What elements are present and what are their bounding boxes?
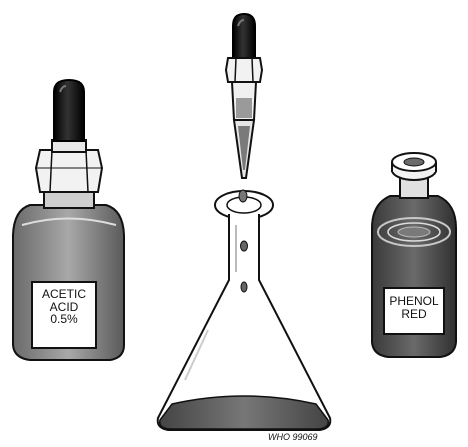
phenol-red-label-line1: PHENOL (387, 295, 441, 308)
acetic-acid-label-line1: ACETIC (36, 288, 92, 301)
acetic-acid-label: ACETIC ACID 0.5% (36, 288, 92, 326)
erlenmeyer-flask (158, 190, 331, 430)
acetic-acid-label-line3: 0.5% (36, 313, 92, 326)
phenol-red-label-line2: RED (387, 308, 441, 321)
dropper-pipette (226, 14, 262, 178)
phenol-red-label: PHENOL RED (387, 295, 441, 320)
phenol-red-vial (372, 153, 456, 357)
figure-credit: WHO 99069 (268, 432, 318, 442)
